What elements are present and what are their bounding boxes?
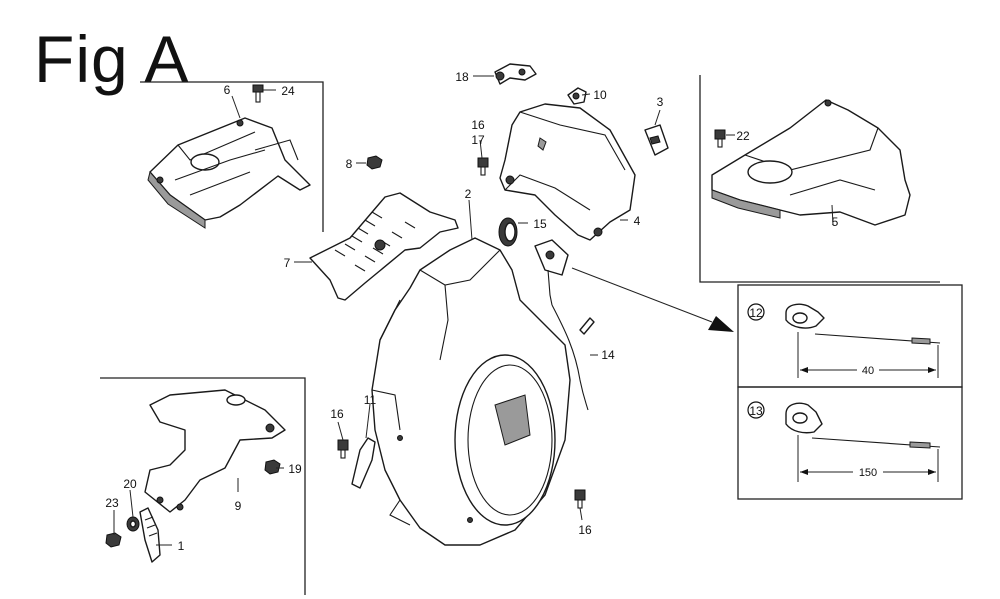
bottom-left-frame <box>100 377 306 595</box>
callout-4: 4 <box>634 214 641 228</box>
part-9-bracket <box>144 389 286 513</box>
bolt-19 <box>264 459 281 475</box>
part-15-grommet <box>498 217 518 247</box>
bolt-16-bottom <box>574 489 586 509</box>
callout-16-left: 16 <box>330 407 344 421</box>
bolt-16-17 <box>477 157 489 176</box>
dimension-40: 40 <box>862 365 874 377</box>
callout-15: 15 <box>533 217 547 231</box>
part-2-fan-shroud <box>371 237 571 546</box>
callout-6: 6 <box>224 83 231 97</box>
part-3-bracket <box>644 124 669 156</box>
callout-24: 24 <box>281 84 295 98</box>
washer-20 <box>126 516 140 532</box>
callout-16-top: 16 <box>471 118 485 132</box>
callout-2: 2 <box>465 187 472 201</box>
inset-part-12: 12 40 <box>747 303 941 378</box>
callout-18: 18 <box>455 70 469 84</box>
dimension-150: 150 <box>859 467 877 479</box>
top-left-frame <box>140 81 324 232</box>
callout-14: 14 <box>601 348 615 362</box>
bolt-24 <box>252 84 264 103</box>
bolt-16-left <box>337 439 349 459</box>
inset-box-13 <box>737 386 963 500</box>
callout-3: 3 <box>657 95 664 109</box>
part-7-plate <box>309 192 459 301</box>
callout-23: 23 <box>105 496 119 510</box>
callout-9: 9 <box>235 499 242 513</box>
part-5-cover <box>711 99 911 226</box>
part-6-top-cover <box>147 117 311 229</box>
callout-22: 22 <box>736 129 750 143</box>
top-right-frame <box>699 75 940 283</box>
bolt-22 <box>714 129 726 148</box>
callout-13: 13 <box>749 404 763 418</box>
callout-12: 12 <box>749 306 763 320</box>
callout-10: 10 <box>593 88 607 102</box>
bolt-23 <box>105 532 122 548</box>
bolt-8 <box>366 155 383 170</box>
callout-7: 7 <box>284 256 291 270</box>
leader-lines <box>113 75 834 546</box>
callout-20: 20 <box>123 477 137 491</box>
callout-16-bottom: 16 <box>578 523 592 537</box>
callout-19: 19 <box>288 462 302 476</box>
part-4-cover <box>499 103 636 241</box>
callout-11: 11 <box>364 393 377 407</box>
stop-switch <box>534 239 569 306</box>
inset-part-13: 13 150 <box>747 401 941 482</box>
part-11-link <box>351 437 376 489</box>
part-10-clip <box>567 87 587 105</box>
part-14-wire <box>551 304 595 411</box>
callout-1: 1 <box>178 539 185 553</box>
callout-8: 8 <box>346 157 353 171</box>
figure-title: Fig A <box>34 22 190 96</box>
callout-17: 17 <box>471 133 485 147</box>
part-1-spring <box>139 507 161 563</box>
callout-5: 5 <box>832 215 839 229</box>
arrow-head-icon <box>708 316 734 332</box>
part-18-clip <box>494 63 537 85</box>
arrow-to-inset <box>571 267 713 323</box>
